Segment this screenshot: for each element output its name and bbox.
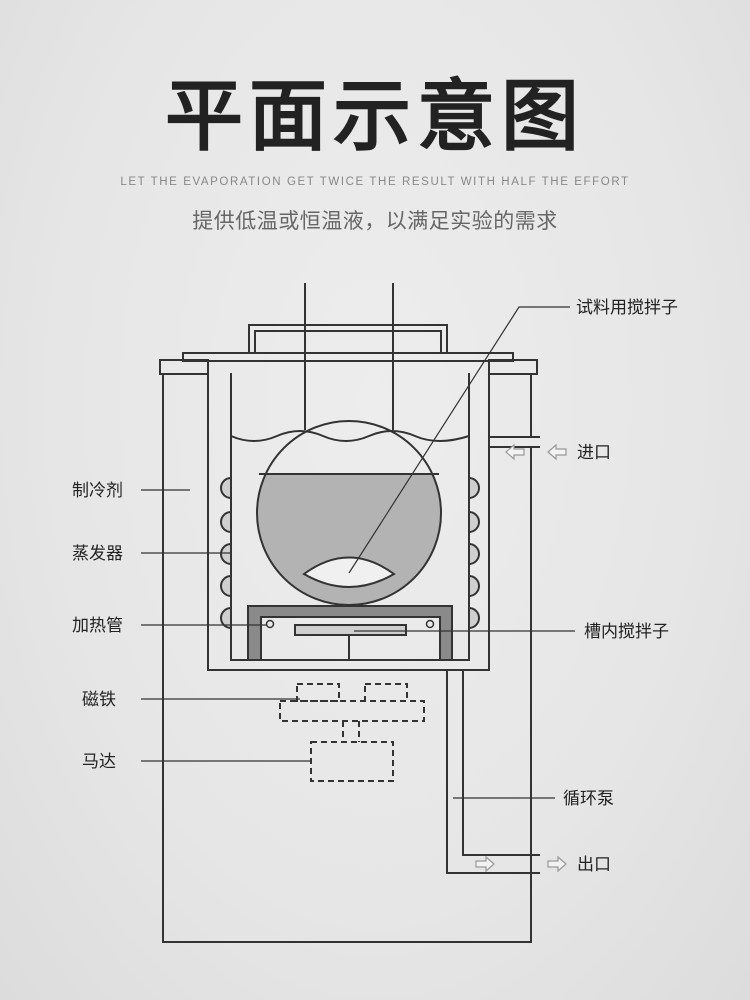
lid-handle: [248, 324, 448, 353]
label-sample-stirrer: 试料用搅拌子: [576, 298, 678, 318]
subtitle-english: LET THE EVAPORATION GET TWICE THE RESULT…: [120, 176, 630, 188]
heater-bracket: [247, 605, 453, 661]
leader-sample-stirrer: [348, 306, 570, 574]
label-magnet: 磁铁: [82, 690, 116, 710]
magnet-base: [279, 700, 425, 722]
label-heating-tube: 加热管: [72, 616, 123, 636]
motor: [310, 741, 394, 782]
label-motor: 马达: [82, 752, 116, 772]
subtitle-chinese: 提供低温或恒温液，以满足实验的需求: [192, 209, 558, 233]
label-outlet: 出口: [577, 855, 611, 875]
label-evaporator: 蒸发器: [72, 544, 123, 564]
bath-stirrer: [294, 624, 407, 636]
outlet-arrow-inner: [475, 855, 495, 873]
magnet-left: [296, 683, 340, 702]
liquid-surface: [230, 430, 470, 442]
lid-top: [182, 352, 514, 362]
evaporator-coils-left: [220, 476, 232, 630]
circulation-pipe-inner: [462, 670, 540, 856]
bath-outer-wall: [207, 373, 490, 671]
label-refrigerant: 制冷剂: [72, 481, 123, 501]
heater-screw-left: [265, 619, 275, 629]
lid-ledge-right: [488, 359, 538, 375]
evaporator-coils-right: [468, 476, 480, 630]
label-bath-stirrer: 槽内搅拌子: [584, 622, 669, 642]
outer-housing-right-top: [488, 373, 532, 438]
lid-ledge-left: [159, 359, 209, 375]
outlet-arrow-outer: [547, 855, 567, 873]
label-inlet: 进口: [577, 443, 611, 463]
inlet-arrow-outer: [547, 443, 567, 461]
page-title: 平面示意图: [164, 72, 585, 162]
circulation-pipe-outer: [446, 670, 540, 874]
inlet-arrow-inner: [505, 443, 525, 461]
lid-handle-inner: [254, 330, 442, 353]
magnet-right: [364, 683, 408, 702]
heater-screw-right: [425, 619, 435, 629]
flask-liquid: [257, 474, 441, 605]
label-circulation-pump: 循环泵: [563, 789, 614, 809]
outer-housing: [162, 373, 532, 943]
